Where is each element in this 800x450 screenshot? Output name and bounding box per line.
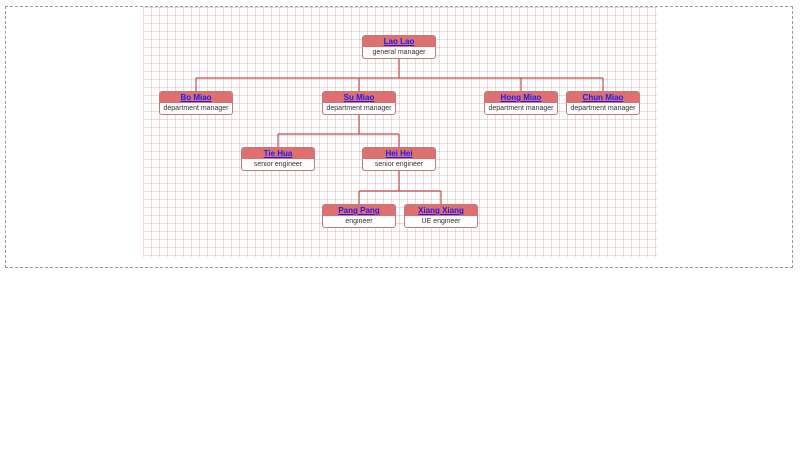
node-header: Pang Pang: [323, 205, 395, 216]
org-node-su-miao: Su Miao department manager: [322, 91, 396, 115]
employee-title: senior engineer: [253, 161, 303, 168]
employee-title: department manager: [326, 105, 392, 112]
employee-name-link[interactable]: Pang Pang: [338, 206, 380, 215]
employee-title: engineer: [345, 218, 373, 225]
node-header: Hei Hei: [363, 148, 435, 159]
employee-name-link[interactable]: Hong Miao: [500, 93, 542, 102]
employee-title: senior engineer: [374, 161, 424, 168]
employee-title: department manager: [488, 105, 554, 112]
org-node-pang-pang: Pang Pang engineer: [322, 204, 396, 228]
org-node-hong-miao: Hong Miao department manager: [484, 91, 558, 115]
node-header: Bo Miao: [160, 92, 232, 103]
employee-name-link[interactable]: Bo Miao: [180, 93, 212, 102]
employee-name-link[interactable]: Xiang Xiang: [418, 206, 464, 215]
node-header: Chun Miao: [567, 92, 639, 103]
employee-title: department manager: [163, 105, 229, 112]
employee-title: UE engineer: [421, 218, 461, 225]
employee-title: department manager: [570, 105, 636, 112]
org-node-chun-miao: Chun Miao department manager: [566, 91, 640, 115]
node-header: Hong Miao: [485, 92, 557, 103]
chart-container-frame: [5, 6, 793, 268]
org-node-tie-hua: Tie Hua senior engineer: [241, 147, 315, 171]
org-node-bo-miao: Bo Miao department manager: [159, 91, 233, 115]
org-node-xiang-xiang: Xiang Xiang UE engineer: [404, 204, 478, 228]
employee-name-link[interactable]: Lao Lao: [383, 37, 415, 46]
node-header: Su Miao: [323, 92, 395, 103]
node-header: Lao Lao: [363, 36, 435, 47]
employee-name-link[interactable]: Chun Miao: [582, 93, 624, 102]
employee-title: general manager: [372, 49, 426, 56]
node-header: Tie Hua: [242, 148, 314, 159]
org-node-lao-lao: Lao Lao general manager: [362, 35, 436, 59]
org-node-hei-hei: Hei Hei senior engineer: [362, 147, 436, 171]
employee-name-link[interactable]: Su Miao: [343, 93, 375, 102]
employee-name-link[interactable]: Tie Hua: [263, 149, 293, 158]
node-header: Xiang Xiang: [405, 205, 477, 216]
employee-name-link[interactable]: Hei Hei: [385, 149, 413, 158]
